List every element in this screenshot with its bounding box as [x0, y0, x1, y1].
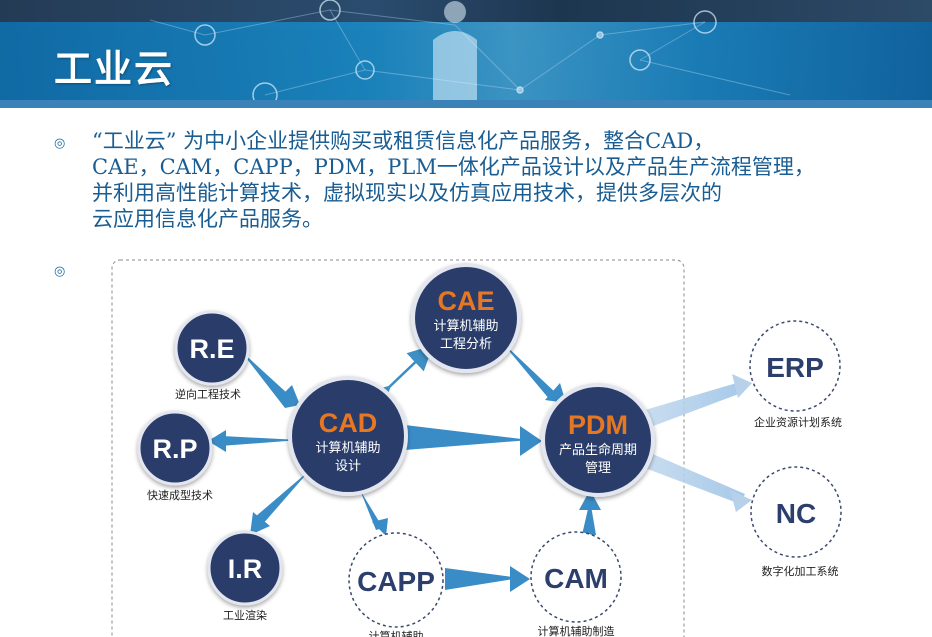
banner-bottom-line — [0, 100, 932, 108]
node-pdm: PDM 产品生命周期 管理 — [541, 383, 655, 497]
node-erp: ERP 企业资源计划系统 — [749, 320, 842, 429]
diagram-frame — [111, 259, 685, 637]
node-rp-title: R.P — [152, 434, 197, 464]
arrow-pdm-erp-head — [732, 374, 752, 398]
node-cae-sub2: 工程分析 — [440, 337, 492, 352]
node-cad: CAD 计算机辅助 设计 — [288, 376, 408, 496]
page-title: 工业云 — [54, 47, 175, 91]
node-re-caption: 逆向工程技术 — [175, 387, 241, 401]
node-ir-title: I.R — [228, 554, 263, 584]
arrow-pdm-nc-head — [730, 490, 752, 512]
arrow-cam-pdm-head — [579, 490, 601, 510]
node-erp-caption: 企业资源计划系统 — [754, 415, 842, 429]
network-graphic — [149, 0, 791, 108]
node-pdm-sub2: 管理 — [585, 461, 611, 476]
arrow-cad-capp — [360, 490, 383, 530]
node-cam-title: CAM — [544, 563, 608, 594]
node-capp-title: CAPP — [357, 566, 435, 597]
arrow-cad-capp-head — [372, 518, 388, 536]
node-capp: CAPP 计算机辅助 — [348, 532, 444, 637]
node-cad-sub1: 计算机辅助 — [315, 441, 380, 456]
arrow-pdm-nc — [645, 452, 745, 504]
person-icon — [433, 1, 477, 108]
node-cad-sub2: 设计 — [335, 459, 361, 474]
node-cad-title: CAD — [319, 408, 378, 438]
header-banner: 工业云 — [0, 0, 932, 108]
connector-arrows — [208, 340, 601, 592]
intro-line: 并利用高性能计算技术，虚拟现实以及仿真应用技术，提供多层次的 — [92, 181, 722, 205]
node-nc-caption: 数字化加工系统 — [762, 564, 839, 578]
arrow-cad-cae — [364, 345, 434, 412]
arrow-capp-cam — [445, 568, 520, 590]
node-rp-caption: 快速成型技术 — [147, 488, 213, 502]
node-cae-title: CAE — [437, 286, 494, 316]
node-pdm-title: PDM — [568, 410, 628, 440]
arrow-cad-ir-head — [250, 512, 270, 535]
node-nc-title: NC — [776, 498, 816, 529]
node-cam-caption: 计算机辅助制造 — [538, 624, 615, 637]
node-cam: CAM 计算机辅助制造 — [530, 531, 622, 637]
arrow-cam-pdm — [582, 500, 596, 535]
node-cae-sub1: 计算机辅助 — [433, 319, 498, 334]
intro-paragraph: “工业云” 为中小企业提供购买或租赁信息化产品服务，整合CAD， CAE，CAM… — [92, 128, 892, 232]
bullet-icon: ◎ — [54, 136, 66, 151]
arrow-re-cad-head — [282, 385, 300, 405]
bullet-icon: ◎ — [54, 264, 66, 279]
node-rp: R.P 快速成型技术 — [137, 410, 213, 502]
arrow-cad-ir — [255, 470, 310, 525]
node-cae: CAE 计算机辅助 工程分析 — [411, 263, 521, 373]
arrow-pdm-erp — [645, 382, 744, 428]
arrow-capp-cam-head — [510, 566, 530, 592]
intro-line: CAE，CAM，CAPP，PDM，PLM一体化产品设计以及产品生产流程管理， — [92, 155, 815, 179]
arrow-cad-pdm-head — [520, 426, 542, 456]
arrow-cad-pdm — [405, 425, 530, 450]
node-re-title: R.E — [189, 334, 234, 364]
node-erp-title: ERP — [766, 352, 824, 383]
fan-arrows — [645, 374, 752, 512]
node-ir: I.R 工业渲染 — [207, 530, 283, 622]
arrow-cad-rp-head — [208, 430, 226, 452]
intro-line: 云应用信息化产品服务。 — [92, 207, 323, 231]
arrow-cad-rp — [220, 436, 300, 446]
node-capp-caption: 计算机辅助 — [369, 629, 424, 637]
intro-line: “工业云” 为中小企业提供购买或租赁信息化产品服务，整合CAD， — [92, 129, 715, 153]
node-re: R.E 逆向工程技术 — [174, 310, 250, 401]
node-nc: NC 数字化加工系统 — [750, 466, 842, 578]
arrow-cae-pdm — [500, 340, 558, 400]
node-pdm-sub1: 产品生命周期 — [559, 442, 637, 458]
node-ir-caption: 工业渲染 — [223, 608, 267, 622]
